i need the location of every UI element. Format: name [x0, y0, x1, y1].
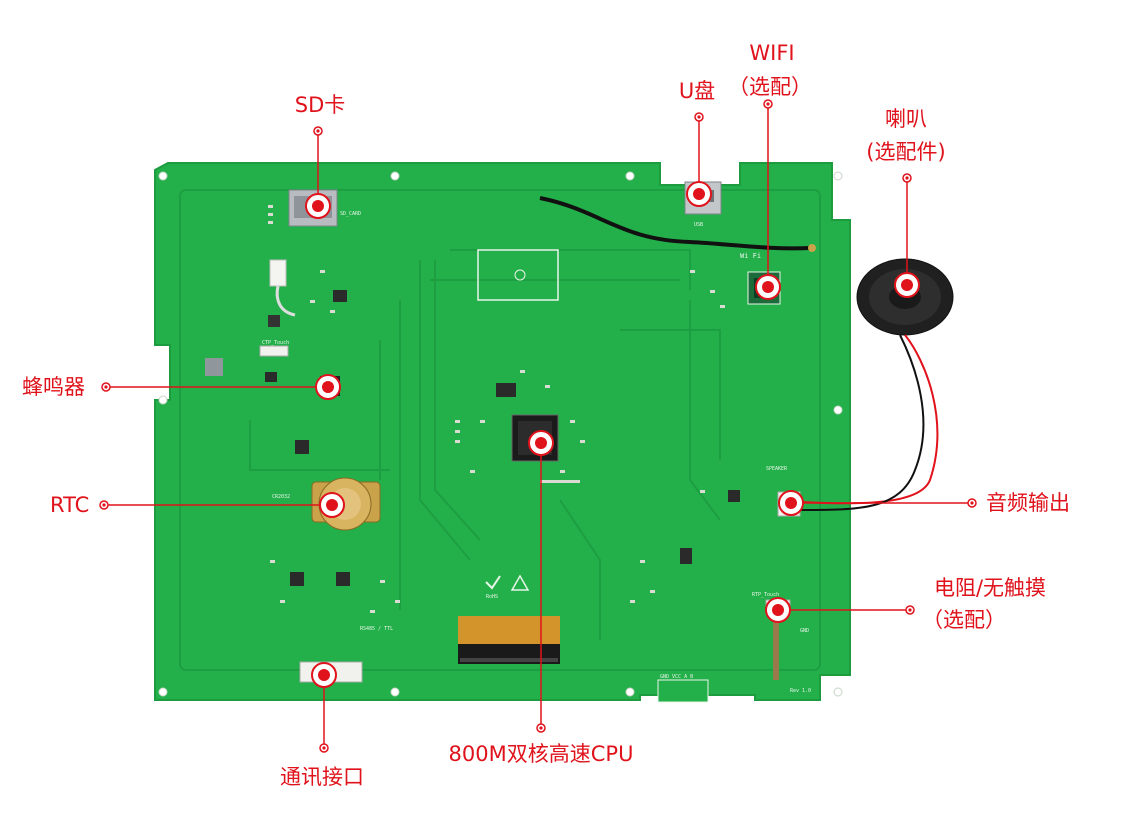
ctp-connector: CTP_Touch — [259, 340, 289, 357]
antenna-cable — [539, 196, 811, 251]
power-connector: GND VCC A B — [657, 674, 709, 703]
ribbon-connector — [458, 616, 560, 664]
callout-markers — [99, 99, 977, 753]
label-wifi: WIFI — [749, 41, 795, 65]
silk-wifi-logo: Wi Fi — [740, 252, 761, 260]
label-audio-out: 音频输出 — [986, 491, 1070, 515]
small-chips — [205, 290, 740, 586]
label-buzzer: 蜂鸣器 — [22, 375, 85, 399]
marker-touch — [765, 597, 915, 623]
label-speaker: 喇叭 — [885, 107, 927, 131]
silk-ctp: CTP_Touch — [262, 340, 289, 346]
antenna-connector — [808, 244, 816, 252]
label-rtc: RTC — [50, 493, 90, 517]
silk-power-pins: GND VCC A B — [660, 674, 693, 680]
silk-rtp: RTP_Touch — [752, 592, 779, 598]
marker-buzzer — [101, 374, 341, 400]
smd-components — [268, 205, 725, 613]
label-usb-disk: U盘 — [678, 79, 716, 103]
top-left-connector — [268, 259, 296, 327]
marker-comm-port — [311, 662, 337, 753]
silk-rohs: RoHS — [486, 594, 498, 600]
silk-usb: USB — [694, 222, 703, 228]
silk-check-mark — [485, 575, 501, 590]
label-touch-optional: （选配） — [922, 608, 1006, 632]
marker-wifi — [755, 99, 781, 300]
silk-box — [477, 249, 559, 301]
silk-triangle — [510, 574, 530, 591]
label-sd-card: SD卡 — [294, 93, 346, 117]
marker-cpu — [528, 430, 554, 733]
label-speaker-optional: (选配件) — [866, 140, 946, 164]
silk-logo — [514, 269, 526, 281]
marker-speaker — [894, 173, 920, 298]
marker-sd-card — [305, 126, 331, 219]
marker-usb — [686, 112, 712, 207]
silk-rev: Rev 1.0 — [790, 688, 811, 694]
pcb-board — [154, 162, 851, 701]
silk-gnd: GND — [800, 628, 809, 634]
silk-uart: RS485 / TTL — [360, 626, 393, 632]
traces — [249, 249, 721, 640]
label-wifi-optional: （选配） — [728, 75, 812, 99]
silk-speaker: SPEAKER — [766, 466, 788, 472]
marker-audio-out — [778, 490, 977, 516]
label-comm-port: 通讯接口 — [280, 765, 364, 789]
label-cpu: 800M双核高速CPU — [448, 742, 634, 766]
mounting-holes — [158, 171, 843, 697]
marker-rtc — [99, 492, 345, 518]
silk-cr2032: CR2032 — [272, 494, 290, 500]
silk-sd-card: SD_CARD — [340, 211, 361, 217]
label-touch: 电阻/无触摸 — [933, 576, 1047, 600]
